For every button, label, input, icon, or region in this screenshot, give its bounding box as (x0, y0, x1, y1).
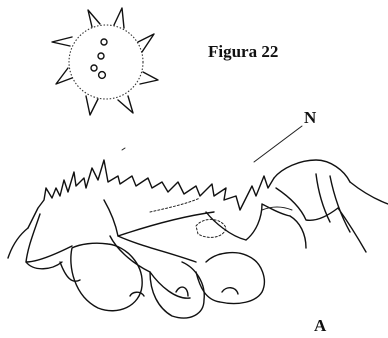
structure-a-illustration (8, 160, 388, 318)
figure-title: Figura 22 (208, 42, 278, 62)
spore-illustration (52, 8, 158, 115)
pointer-line-n (254, 126, 302, 162)
label-a: A (314, 316, 326, 336)
label-n: N (304, 108, 316, 128)
